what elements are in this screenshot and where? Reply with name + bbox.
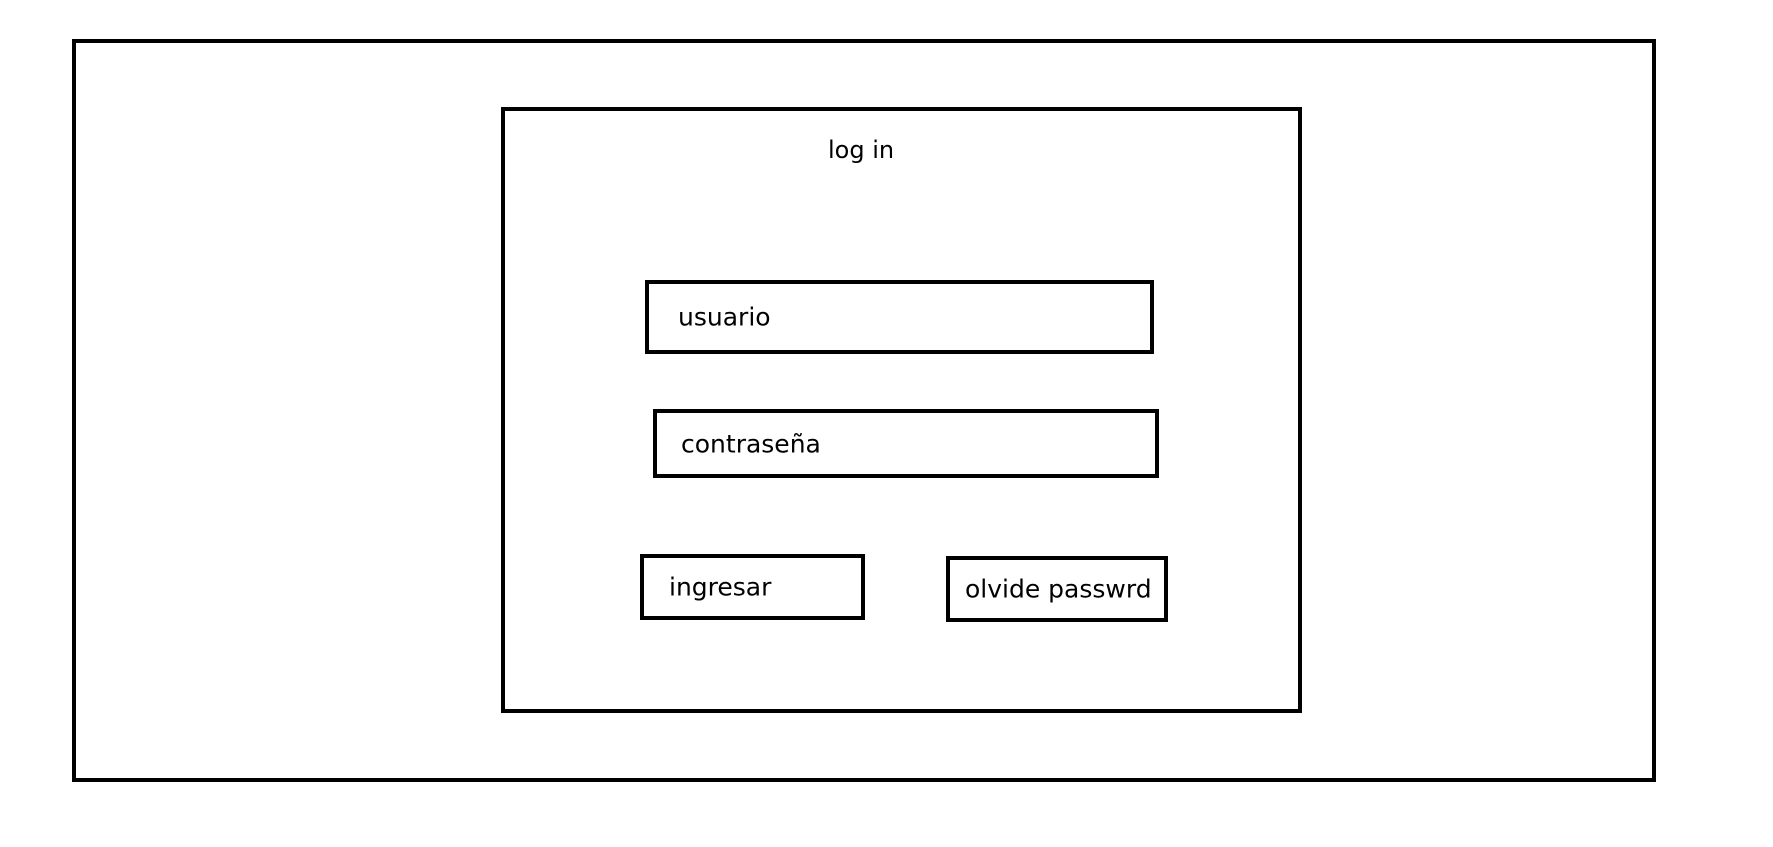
login-panel [501, 107, 1302, 713]
page-frame [72, 39, 1656, 782]
page-title: log in [828, 136, 895, 164]
login-button-label: ingresar [669, 572, 772, 602]
login-button[interactable]: ingresar [640, 554, 865, 620]
username-placeholder: usuario [678, 302, 771, 332]
forgot-password-label: olvide passwrd [965, 574, 1152, 604]
username-field[interactable]: usuario [645, 280, 1154, 354]
forgot-password-button[interactable]: olvide passwrd [946, 556, 1168, 622]
password-placeholder: contraseña [681, 429, 821, 458]
password-field[interactable]: contraseña [653, 409, 1159, 478]
